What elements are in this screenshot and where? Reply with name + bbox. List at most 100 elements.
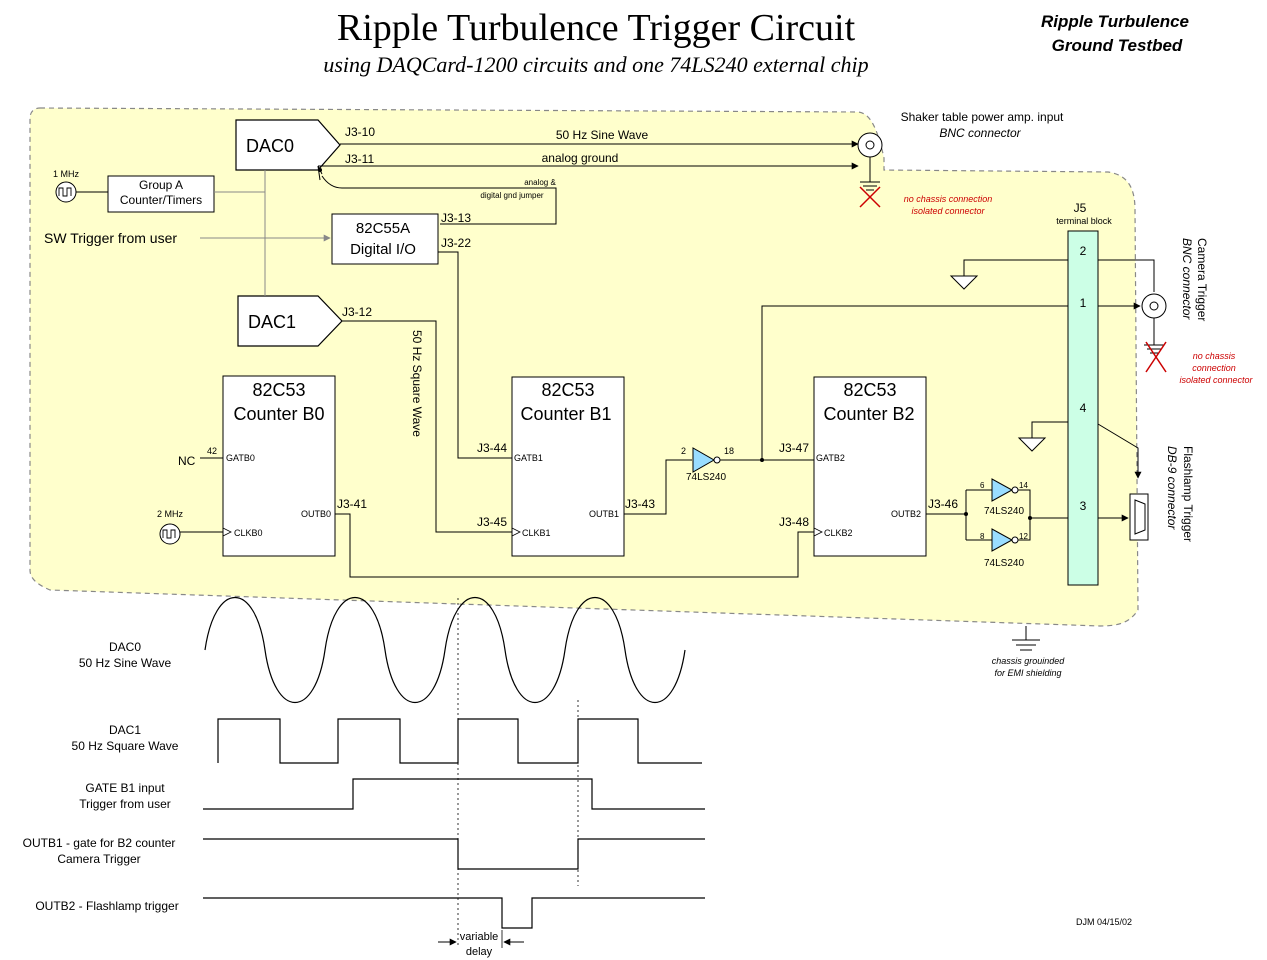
- inv1-pin-out: 18: [724, 446, 734, 456]
- pin-j3-46: J3-46: [928, 497, 958, 511]
- sine-waveform: [204, 596, 686, 704]
- jumper-line1: analog &: [524, 178, 556, 187]
- clock-1mhz-label: 1 MHz: [53, 169, 80, 179]
- shaker-line2: BNC connector: [939, 126, 1021, 140]
- flash-line2: DB-9 connector: [1165, 446, 1179, 530]
- ppi-line2: Digital I/O: [350, 241, 416, 258]
- j5-label: J5: [1074, 201, 1087, 215]
- inv2-label: 74LS240: [984, 506, 1024, 517]
- pin-clkb1: CLKB1: [522, 528, 551, 538]
- b1-line1: 82C53: [541, 380, 594, 400]
- timing-dac1-line1: DAC1: [109, 723, 141, 737]
- counter-b0-box: [222, 375, 336, 557]
- clock-2mhz-icon: [159, 523, 181, 545]
- pin-outb2: OUTB2: [891, 509, 921, 519]
- b0-line2: Counter B0: [233, 404, 324, 424]
- outb2-waveform: [203, 897, 705, 929]
- inv3-label: 74LS240: [984, 558, 1024, 569]
- inverter-74ls240-3: [991, 528, 1014, 552]
- no-chassis-line1: no chassis connection: [904, 194, 993, 204]
- page-title: Ripple Turbulence Trigger Circuit: [337, 7, 856, 49]
- dac0-amplifier: [235, 119, 341, 171]
- flash-line1: Flashlamp Trigger: [1181, 446, 1195, 542]
- camera-line1: Camera Trigger: [1195, 238, 1209, 321]
- timing-dac1-line2: 50 Hz Square Wave: [72, 739, 179, 753]
- terminal-3: 3: [1080, 499, 1087, 513]
- square-wave-label: 50 Hz Square Wave: [410, 330, 424, 437]
- pin-gatb1: GATB1: [514, 453, 543, 463]
- sine-wave-label: 50 Hz Sine Wave: [556, 128, 649, 142]
- timing-outb2-line1: OUTB2 - Flashlamp trigger: [35, 899, 178, 913]
- timing-outb1-line2: Camera Trigger: [57, 852, 140, 866]
- terminal-4: 4: [1080, 401, 1087, 415]
- counter-b2-box: [813, 376, 927, 557]
- no-chassis2-line3: isolated connector: [1179, 375, 1253, 385]
- pin-j3-48: J3-48: [779, 515, 809, 529]
- sw-trigger-label: SW Trigger from user: [44, 230, 177, 246]
- analog-ground-label: analog ground: [542, 151, 619, 165]
- ground-symbol-t2-icon: [949, 275, 979, 290]
- no-chassis-line2: isolated connector: [911, 206, 985, 216]
- inv1-pin-in: 2: [681, 446, 686, 456]
- chassis-line2: for EMI shielding: [994, 668, 1061, 678]
- dac1-label: DAC1: [248, 312, 296, 332]
- inverter-74ls240-2: [991, 478, 1014, 502]
- ground-symbol-t4-icon: [1017, 437, 1047, 452]
- b0-line1: 82C53: [252, 380, 305, 400]
- pin-j3-11: J3-11: [345, 152, 374, 166]
- group-a-line2: Counter/Timers: [120, 193, 202, 207]
- dac1-amplifier: [237, 295, 343, 347]
- ppi-line1: 82C55A: [356, 220, 410, 237]
- pin-j3-10: J3-10: [345, 125, 375, 139]
- terminal-block-label: terminal block: [1056, 216, 1112, 226]
- pin-outb1: OUTB1: [589, 509, 619, 519]
- testbed-badge-line1: Ripple Turbulence: [1041, 12, 1189, 31]
- b1-line2: Counter B1: [520, 404, 611, 424]
- testbed-badge-line2: Ground Testbed: [1052, 36, 1183, 55]
- pin-j3-44: J3-44: [477, 441, 507, 455]
- group-a-box: [107, 175, 215, 213]
- inv3-pin-out: 12: [1019, 532, 1028, 541]
- timing-outb1-line1: OUTB1 - gate for B2 counter: [23, 836, 176, 850]
- signature: DJM 04/15/02: [1076, 917, 1132, 927]
- db9-connector-icon: [1129, 493, 1149, 541]
- terminal-2: 2: [1080, 244, 1087, 258]
- square-waveform: [217, 718, 702, 764]
- no-chassis2-line2: connection: [1192, 363, 1236, 373]
- pin-clkb0: CLKB0: [234, 528, 263, 538]
- clock-2mhz-label: 2 MHz: [157, 509, 184, 519]
- pin-j3-12: J3-12: [342, 305, 372, 319]
- chassis-line1: chassis grouinded: [992, 656, 1066, 666]
- pin-j3-45: J3-45: [477, 515, 507, 529]
- terminal-1: 1: [1080, 296, 1087, 310]
- pin-j3-47: J3-47: [779, 441, 809, 455]
- gate-waveform: [203, 778, 705, 810]
- pin-gatb2: GATB2: [816, 453, 845, 463]
- timing-gate-line1: GATE B1 input: [85, 781, 165, 795]
- pin-gatb0: GATB0: [226, 453, 255, 463]
- counter-b1-box: [511, 376, 625, 557]
- pin-j3-13: J3-13: [441, 211, 471, 225]
- camera-line2: BNC connector: [1180, 238, 1194, 320]
- ppi-82c55a-box: [331, 213, 439, 265]
- b2-line2: Counter B2: [823, 404, 914, 424]
- timing-gate-line2: Trigger from user: [79, 797, 171, 811]
- pin-j3-43: J3-43: [625, 497, 655, 511]
- pin-outb0: OUTB0: [301, 509, 331, 519]
- timing-dac0-line2: 50 Hz Sine Wave: [79, 656, 172, 670]
- outb1-waveform: [203, 838, 705, 870]
- inv2-pin-out: 14: [1019, 481, 1028, 490]
- no-chassis2-line1: no chassis: [1193, 351, 1236, 361]
- inverter-74ls240-1: [692, 447, 716, 473]
- delay-line2: delay: [466, 946, 493, 958]
- jumper-line2: digital gnd jumper: [480, 191, 543, 200]
- nc-label: NC: [178, 454, 196, 468]
- inv1-label: 74LS240: [686, 472, 726, 483]
- dac0-label: DAC0: [246, 136, 294, 156]
- group-a-line1: Group A: [139, 178, 183, 192]
- inv2-pin-in: 6: [980, 481, 985, 490]
- pin-j3-41: J3-41: [337, 497, 367, 511]
- delay-line1: variable: [460, 931, 499, 943]
- inv3-pin-in: 8: [980, 532, 985, 541]
